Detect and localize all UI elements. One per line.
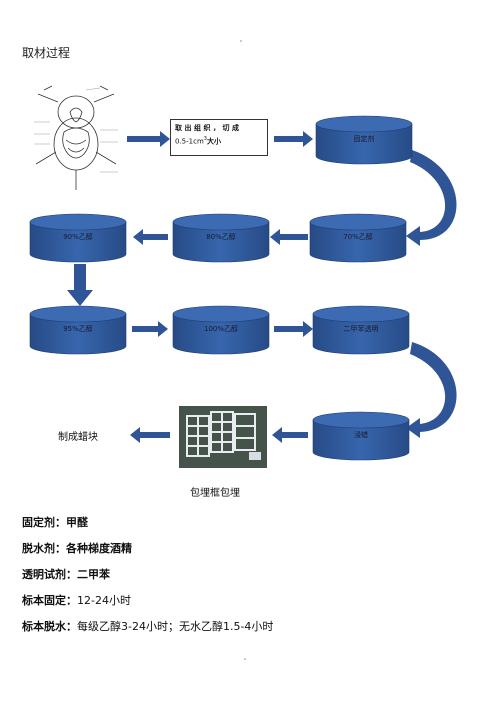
step-instruction-box: 取出组织，切成 0.5-1cm3大小 — [170, 119, 268, 156]
cylinder-e80: 80%乙醇 — [172, 213, 270, 263]
cylinder-e70: 70%乙醇 — [309, 213, 407, 263]
cylinder-label-e80: 80%乙醇 — [206, 232, 236, 241]
note-dehydration-time: 标本脱水：每级乙醇3-24小时；无水乙醇1.5-4小时 — [22, 620, 274, 633]
cylinder-e90: 90%乙醇 — [29, 213, 127, 263]
step-line-1: 取出组织，切成 — [175, 124, 242, 132]
cylinder-xylene: 二甲苯透明 — [312, 305, 410, 355]
cylinder-label-e70: 70%乙醇 — [343, 232, 373, 241]
arrow-left-2 — [133, 229, 168, 245]
decorative-dot — [240, 40, 242, 42]
cylinder-e95: 95%乙醇 — [29, 305, 127, 355]
cylinder-label-wax: 浸蜡 — [354, 430, 368, 439]
wax-block-label: 制成蜡块 — [58, 432, 98, 443]
curved-arrow-2 — [406, 342, 457, 438]
step-line-2: 0.5-1cm3大小 — [175, 136, 221, 146]
note-fixative: 固定剂：甲醛 — [22, 516, 88, 529]
arrow-left-4 — [130, 427, 170, 443]
arrow-down-1 — [67, 264, 93, 306]
page-title: 取材过程 — [22, 46, 71, 60]
cylinder-label-e90: 90%乙醇 — [63, 232, 93, 241]
arrow-right-4 — [274, 321, 313, 337]
note-fixation-time: 标本固定：12-24小时 — [22, 594, 131, 607]
cylinder-fix: 固定剂 — [315, 115, 413, 165]
arrow-right-2 — [274, 131, 313, 147]
arrow-right-1 — [127, 131, 170, 147]
note-dehydrant: 脱水剂：各种梯度酒精 — [22, 542, 132, 555]
embedding-cassette-photo — [179, 406, 267, 468]
cylinder-label-e100: 100%乙醇 — [204, 324, 238, 333]
arrow-right-3 — [132, 321, 168, 337]
cylinder-label-e95: 95%乙醇 — [63, 324, 93, 333]
cassette-caption: 包埋框包埋 — [190, 488, 240, 499]
cylinder-wax: 浸蜡 — [312, 411, 410, 461]
arrow-left-1 — [270, 229, 308, 245]
curved-arrow-1 — [406, 150, 457, 246]
cylinder-label-xylene: 二甲苯透明 — [344, 324, 379, 333]
cylinder-e100: 100%乙醇 — [172, 305, 270, 355]
decorative-dot — [244, 658, 246, 660]
note-clearing: 透明试剂：二甲苯 — [22, 568, 110, 581]
anatomy-illustration — [30, 82, 122, 194]
arrow-left-3 — [272, 427, 308, 443]
cylinder-label-fix: 固定剂 — [354, 134, 375, 143]
